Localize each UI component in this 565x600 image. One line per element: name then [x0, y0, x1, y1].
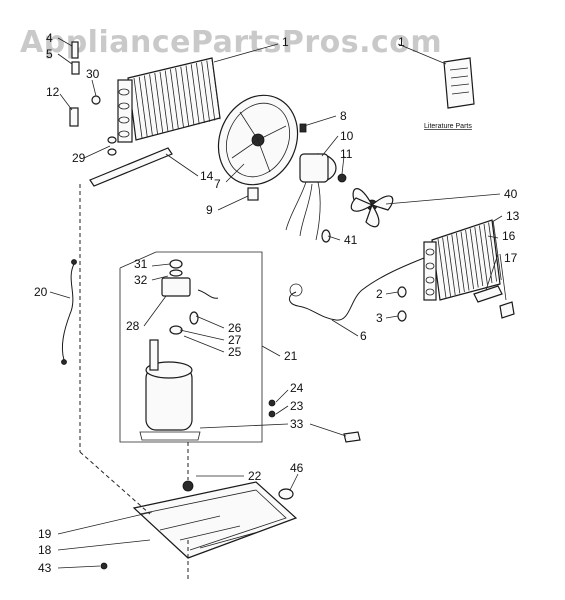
coil-fin [164, 70, 174, 131]
callout-28: 28 [126, 319, 140, 333]
callout-10: 10 [340, 129, 354, 143]
callout-31: 31 [134, 257, 148, 271]
callout-4: 4 [46, 31, 53, 45]
watermark: AppliancePartsPros.com [20, 25, 442, 60]
coil-fin [442, 237, 451, 297]
callout-6: 6 [360, 329, 367, 343]
coil-fin [469, 228, 479, 288]
callout-20: 20 [34, 285, 48, 299]
strap [89, 147, 173, 187]
coil-fin [180, 66, 190, 127]
power-cord [61, 263, 75, 361]
callout-30: 30 [86, 67, 100, 81]
coil-fin [175, 67, 184, 129]
callout-8: 8 [340, 109, 347, 123]
callout-23: 23 [290, 399, 304, 413]
callout-32: 32 [134, 273, 148, 287]
callout-19: 19 [38, 527, 52, 541]
callout-40: 40 [504, 187, 518, 201]
coil-fin [211, 59, 221, 120]
callout-1: 1 [398, 35, 405, 49]
callout-9: 9 [206, 203, 213, 217]
coil-fin [201, 61, 210, 122]
leader-lines [49, 37, 507, 569]
coil-fin [149, 74, 158, 135]
callout-2: 2 [376, 287, 383, 301]
coil-fin [456, 232, 465, 293]
callout-21: 21 [284, 349, 298, 363]
coil-fin [488, 222, 497, 282]
coil-fin [196, 62, 205, 124]
callout-29: 29 [72, 151, 86, 165]
coil-fin [138, 76, 148, 137]
coil-fin [144, 75, 153, 136]
callout-22: 22 [248, 469, 262, 483]
compressor-assembly [119, 251, 276, 443]
coil-fin [460, 231, 470, 291]
callout-7: 7 [214, 177, 221, 191]
literature-parts-label: Literature Parts [424, 123, 472, 130]
callout-5: 5 [46, 47, 53, 61]
coil-fin [437, 238, 447, 299]
coil-fin [185, 65, 195, 126]
callout-13: 13 [506, 209, 520, 223]
callout-24: 24 [290, 381, 304, 395]
callout-43: 43 [38, 561, 52, 575]
callout-27: 27 [228, 333, 242, 347]
evaporator-coil [423, 219, 502, 301]
coil-fin [479, 225, 488, 285]
coil-fin [170, 69, 179, 130]
callout-12: 12 [46, 85, 60, 99]
callout-11: 11 [340, 147, 353, 161]
callouts: 1 1 4 5 30 12 29 14 8 10 11 7 9 40 13 41… [34, 31, 520, 575]
coil-fin [492, 220, 502, 281]
condenser-coil [117, 57, 221, 143]
callout-41: 41 [344, 233, 358, 247]
coil-fin [159, 71, 169, 132]
assembly-lines [79, 184, 189, 580]
coil-fin [206, 60, 216, 121]
coil-fin [451, 234, 461, 294]
capillary-tube [289, 257, 425, 321]
callout-3: 3 [376, 311, 383, 325]
literature-parts: Literature Parts [424, 57, 475, 130]
fan-shroud [217, 94, 299, 186]
callout-14: 14 [200, 169, 214, 183]
fan-motor [285, 153, 347, 241]
callout-46: 46 [290, 461, 304, 475]
blower-fan [350, 188, 394, 228]
callout-26: 26 [228, 321, 242, 335]
coil-fin [446, 235, 456, 296]
callout-17: 17 [504, 251, 518, 265]
coil-fin [465, 229, 474, 290]
filter-bracket [473, 285, 515, 319]
callout-25: 25 [228, 345, 242, 359]
callout-18: 18 [38, 543, 52, 557]
coil-fin [154, 72, 164, 134]
callout-33: 33 [290, 417, 304, 431]
coil-fin [133, 77, 143, 139]
coil-fin [190, 64, 200, 125]
coil-fin [474, 226, 484, 287]
base-pan [100, 480, 298, 570]
callout-16: 16 [502, 229, 516, 243]
coil-fin [483, 223, 493, 284]
callout-1: 1 [282, 35, 289, 49]
